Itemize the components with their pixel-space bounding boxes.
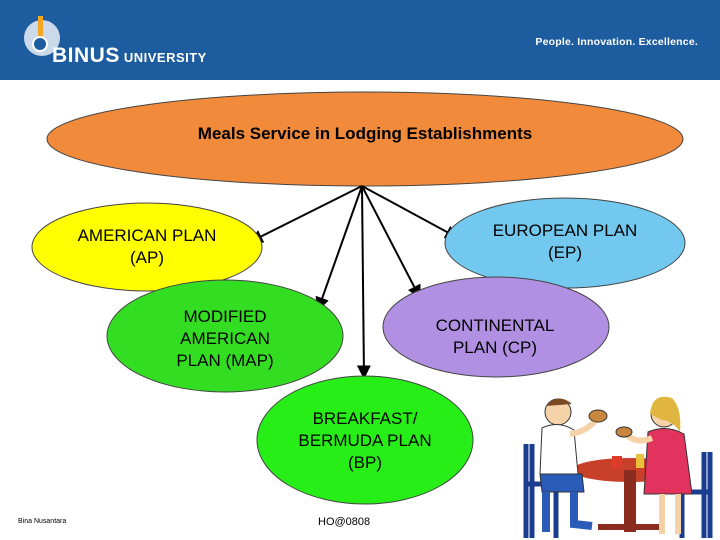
node-ep-line1: EUROPEAN PLAN [492, 221, 638, 240]
node-ap-label: AMERICAN PLAN (AP) [42, 220, 252, 274]
node-cp-shape [382, 276, 610, 378]
node-bp-label: BREAKFAST/ BERMUDA PLAN (BP) [265, 403, 465, 479]
connector-ap [248, 185, 363, 243]
node-map-label: MODIFIED AMERICAN PLAN (MAP) [130, 301, 320, 377]
connector-map [315, 185, 363, 312]
footer-left: Bina Nusantara [18, 518, 67, 525]
node-ep-line2: (EP) [548, 243, 582, 262]
node-bp-line3: (BP) [348, 453, 382, 472]
node-cp-label: CONTINENTAL PLAN (CP) [400, 310, 590, 364]
node-bp-line2: BERMUDA PLAN [298, 431, 432, 450]
node-map-line3: PLAN (MAP) [176, 351, 274, 370]
logo-suffix: UNIVERSITY [123, 50, 207, 65]
diagram-title: Meals Service in Lodging Establishments [197, 124, 533, 143]
connector-cp [361, 185, 421, 300]
node-ap-line1: AMERICAN PLAN [77, 226, 217, 245]
logo-brand: BINUS [52, 44, 120, 67]
node-bp-shape [256, 375, 474, 505]
node-cp-line2: PLAN (CP) [452, 338, 538, 357]
node-map-line2: AMERICAN [180, 329, 270, 348]
binus-logo [24, 16, 60, 56]
node-bp-line1: BREAKFAST/ [312, 409, 418, 428]
dining-couple-clipart [523, 396, 713, 538]
node-ap-shape [31, 202, 263, 292]
tagline: People. Innovation. Excellence. [535, 36, 698, 48]
connector-ep [361, 185, 460, 239]
node-ep-label: EUROPEAN PLAN (EP) [460, 215, 670, 269]
node-map-line1: MODIFIED [183, 307, 267, 326]
node-map-shape [106, 279, 344, 393]
node-cp-line1: CONTINENTAL [435, 316, 555, 335]
node-ap-line2: (AP) [130, 248, 164, 267]
connector-bp [356, 185, 371, 380]
title-ellipse [46, 91, 684, 187]
connectors [248, 185, 460, 380]
footer-center: HO@0808 [318, 516, 371, 528]
